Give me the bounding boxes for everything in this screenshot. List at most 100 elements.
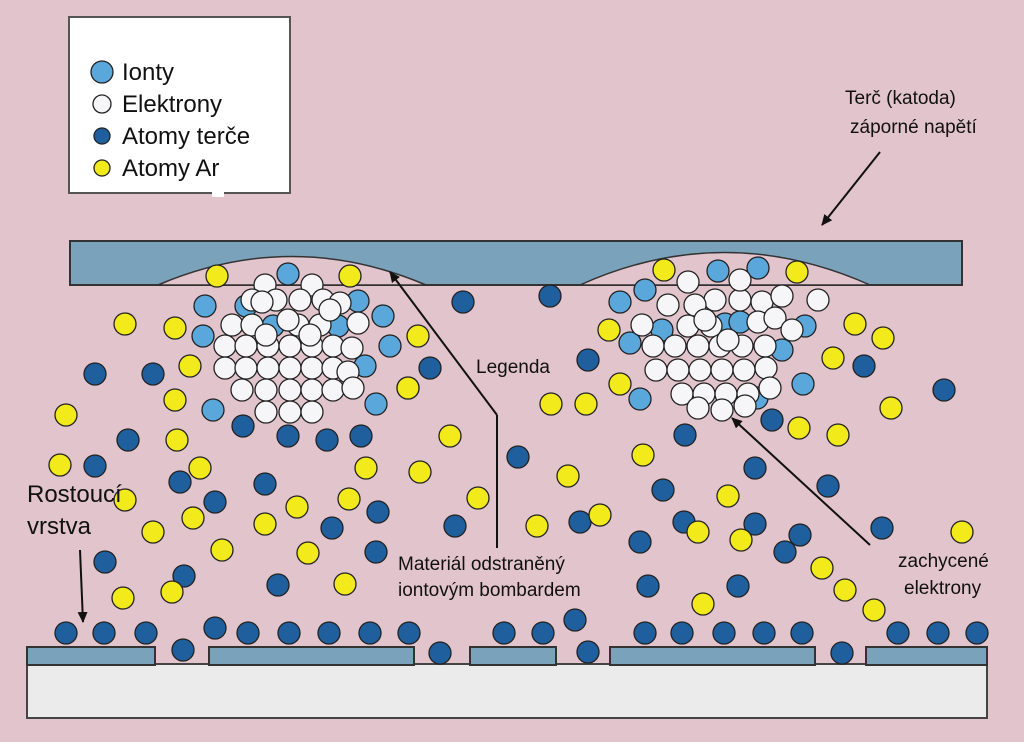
electron-particle	[666, 358, 690, 382]
target-atom-particle	[451, 290, 475, 314]
target-atom-particle	[277, 621, 301, 645]
ar-atom-particle	[113, 488, 137, 512]
target-atom-particle	[790, 621, 814, 645]
target-atom-particle	[315, 428, 339, 452]
target-atom-particle	[349, 424, 373, 448]
target-atom-particle	[366, 500, 390, 524]
target-atom-particle	[428, 641, 452, 665]
electron-particle	[686, 396, 710, 420]
electron-particle	[728, 288, 752, 312]
electron-particle	[234, 356, 258, 380]
ar-atom-particle	[406, 324, 430, 348]
target-atom-particle	[563, 608, 587, 632]
ar-atom-particle	[111, 586, 135, 610]
target-atom-particle	[633, 621, 657, 645]
target-atom-particle	[743, 456, 767, 480]
material-arrow	[389, 271, 498, 416]
target-atom-particle	[276, 424, 300, 448]
electron-particle	[278, 334, 302, 358]
ar-atom-particle	[354, 456, 378, 480]
electron-particle	[278, 378, 302, 402]
ar-atom-particle	[438, 424, 462, 448]
electron-particle	[732, 358, 756, 382]
ar-atom-particle	[408, 460, 432, 484]
electron-particle	[278, 356, 302, 380]
electron-particle	[278, 400, 302, 424]
target-atom-particle	[506, 445, 530, 469]
electron-particle	[656, 293, 680, 317]
electron-particle	[770, 284, 794, 308]
electron-particle	[346, 311, 370, 335]
electron-particle	[780, 318, 804, 342]
target-atom-particle	[870, 516, 894, 540]
electrons-arrow	[731, 417, 871, 546]
electron-particle	[710, 358, 734, 382]
target-atom-particle	[636, 574, 660, 598]
target-atom-particle	[752, 621, 776, 645]
ar-atom-particle	[810, 556, 834, 580]
target-atom-particle	[358, 621, 382, 645]
target-label-line2: záporné napětí	[850, 117, 977, 138]
electron-particle	[693, 308, 717, 332]
electron-particle	[300, 356, 324, 380]
electron-particle	[213, 356, 237, 380]
electron-particle	[288, 288, 312, 312]
electron-particle	[300, 378, 324, 402]
electron-particle	[254, 400, 278, 424]
material-label-line1: Materiál odstraněný	[398, 554, 565, 575]
target-atom-particle	[134, 621, 158, 645]
target-atom-particle	[531, 621, 555, 645]
ar-atom-particle	[113, 312, 137, 336]
electron-particle	[703, 288, 727, 312]
ar-atom-particle	[539, 392, 563, 416]
electron-particle	[630, 313, 654, 337]
ar-atom-particle	[879, 396, 903, 420]
target-atom-particle	[576, 348, 600, 372]
target-atom-particle	[788, 523, 812, 547]
target-arrow	[821, 151, 881, 226]
ar-atom-particle	[826, 423, 850, 447]
ar-atom-particle	[686, 520, 710, 544]
electron-particle	[716, 328, 740, 352]
film-label-line1: Rostoucí	[27, 481, 122, 508]
target-atom-particle	[628, 530, 652, 554]
electron-particle	[220, 313, 244, 337]
legend-pointer-label: Legenda	[476, 357, 550, 378]
target-atom-particle	[576, 640, 600, 664]
ar-atom-particle	[588, 503, 612, 527]
electron-particle	[728, 268, 752, 292]
target-atom-particle	[236, 621, 260, 645]
electron-particle	[256, 356, 280, 380]
electron-particle	[754, 356, 778, 380]
ar-atom-particle	[333, 572, 357, 596]
target-atom-particle	[830, 641, 854, 665]
target-atom-particle	[932, 378, 956, 402]
electron-particle	[686, 334, 710, 358]
target-atom-particle	[773, 540, 797, 564]
particles	[48, 256, 989, 665]
target-atom-particle	[266, 573, 290, 597]
target-atom-particle	[54, 621, 78, 645]
ar-atom-particle	[163, 388, 187, 412]
electron-particle	[641, 334, 665, 358]
target-atom-particle	[726, 574, 750, 598]
target-atom-particle	[116, 428, 140, 452]
electron-particle	[663, 334, 687, 358]
ar-atom-particle	[210, 538, 234, 562]
ar-atom-particle	[652, 258, 676, 282]
film-segment	[469, 646, 557, 666]
ar-atom-particle	[691, 592, 715, 616]
ar-atom-particle	[821, 346, 845, 370]
ion-particle	[791, 372, 815, 396]
target-atom-particle	[743, 512, 767, 536]
ar-atom-particle	[871, 326, 895, 350]
legend-label: Atomy Ar	[122, 155, 219, 182]
target-atom-particle	[852, 354, 876, 378]
ar-atom-particle	[574, 392, 598, 416]
legend-label: Ionty	[122, 59, 174, 86]
target-atom-particle	[83, 362, 107, 386]
ar-atom-particle	[54, 403, 78, 427]
